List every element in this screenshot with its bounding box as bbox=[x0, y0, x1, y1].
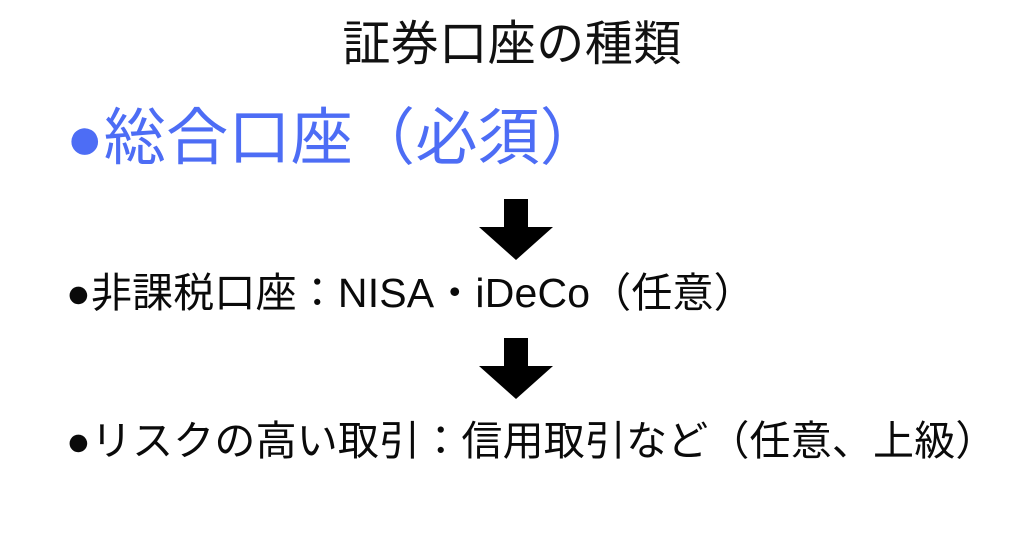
flow-step-tertiary: ●リスクの高い取引：信用取引など（任意、上級） bbox=[66, 418, 997, 465]
flow-step-primary-label: 総合口座（必須） bbox=[103, 104, 603, 173]
page-title: 証券口座の種類 bbox=[342, 18, 682, 71]
bullet-circle-icon: ● bbox=[66, 270, 91, 316]
flow-step-secondary-label: 非課税口座：NISA・iDeCo（任意） bbox=[90, 270, 755, 316]
flow-step-primary: ●総合口座（必須） bbox=[66, 103, 602, 174]
arrow-down-icon bbox=[477, 199, 555, 261]
arrow-down-icon bbox=[477, 338, 555, 400]
bullet-circle-icon: ● bbox=[66, 418, 91, 464]
flow-step-tertiary-label: リスクの高い取引：信用取引など（任意、上級） bbox=[90, 418, 997, 464]
bullet-circle-icon: ● bbox=[66, 104, 104, 173]
flow-step-secondary: ●非課税口座：NISA・iDeCo（任意） bbox=[66, 270, 755, 317]
